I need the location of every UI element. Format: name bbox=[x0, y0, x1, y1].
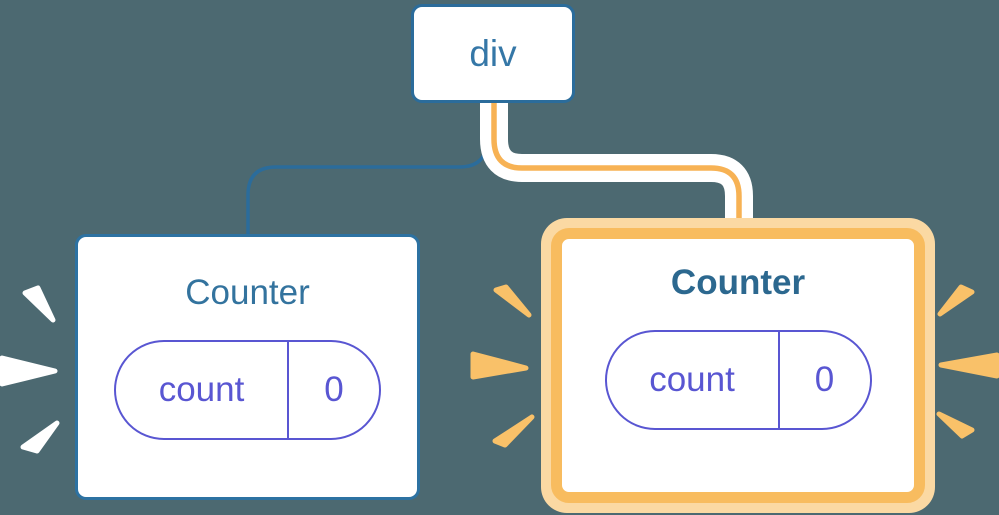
edge-div-to-counter-2-casing bbox=[480, 103, 753, 224]
counter-2-state-pill: count 0 bbox=[604, 330, 872, 430]
counter-1-state-pill: count 0 bbox=[114, 340, 381, 440]
node-div-label: div bbox=[469, 32, 517, 74]
sparkle-ray-icon bbox=[22, 285, 56, 323]
edge-div-to-counter-1 bbox=[246, 103, 489, 236]
edge-div-to-counter-2 bbox=[491, 103, 742, 224]
counter-2-title: Counter bbox=[670, 263, 806, 302]
sparkle-rays-orange-right bbox=[936, 284, 999, 439]
state-key: count bbox=[607, 332, 780, 428]
state-value: 0 bbox=[324, 370, 344, 409]
node-counter-2: Counter count 0 bbox=[551, 228, 925, 503]
sparkle-rays-white bbox=[0, 285, 60, 454]
sparkle-ray-icon bbox=[937, 284, 975, 317]
sparkle-ray-icon bbox=[938, 352, 999, 379]
node-counter-1: Counter count 0 bbox=[75, 234, 420, 500]
sparkle-ray-icon bbox=[470, 351, 529, 380]
state-value: 0 bbox=[814, 360, 835, 399]
sparkle-ray-icon bbox=[20, 420, 60, 454]
node-div: div bbox=[411, 4, 575, 103]
sparkle-rays-orange-left bbox=[470, 284, 535, 448]
counter-1-title: Counter bbox=[185, 273, 310, 312]
sparkle-ray-icon bbox=[493, 284, 532, 318]
sparkle-ray-icon bbox=[0, 355, 58, 387]
state-key: count bbox=[116, 342, 289, 438]
sparkle-ray-icon bbox=[492, 414, 535, 448]
sparkle-ray-icon bbox=[936, 411, 975, 439]
node-counter-2-glow: Counter count 0 bbox=[541, 218, 935, 513]
